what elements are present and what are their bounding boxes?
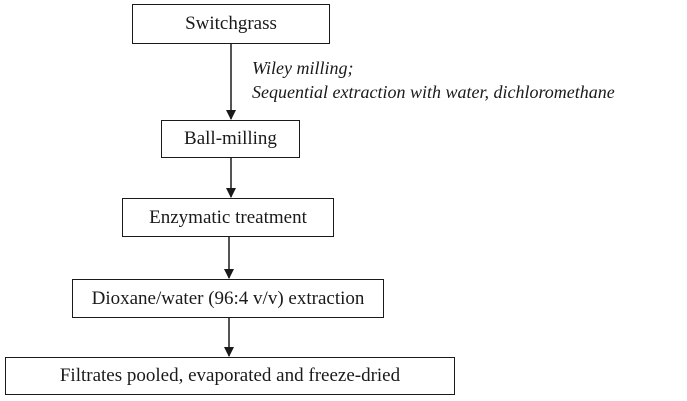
step-annotation: Wiley milling; Sequential extraction wit… [252,56,615,104]
step-dioxane-extraction: Dioxane/water (96:4 v/v) extraction [72,279,384,318]
step-ball-milling: Ball-milling [161,120,300,158]
step-enzymatic-treatment: Enzymatic treatment [122,198,334,237]
step-ball-milling-label: Ball-milling [184,128,277,149]
step-enzymatic-treatment-label: Enzymatic treatment [149,206,307,228]
annotation-line-2: Sequential extraction with water, dichlo… [252,82,615,102]
step-dioxane-extraction-label: Dioxane/water (96:4 v/v) extraction [91,287,365,309]
annotation-line-1: Wiley milling; [252,58,354,78]
step-filtrates-pooled-label: Filtrates pooled, evaporated and freeze-… [59,365,401,386]
step-filtrates-pooled: Filtrates pooled, evaporated and freeze-… [5,357,455,395]
step-switchgrass: Switchgrass [132,4,330,44]
step-switchgrass-label: Switchgrass [185,13,277,34]
